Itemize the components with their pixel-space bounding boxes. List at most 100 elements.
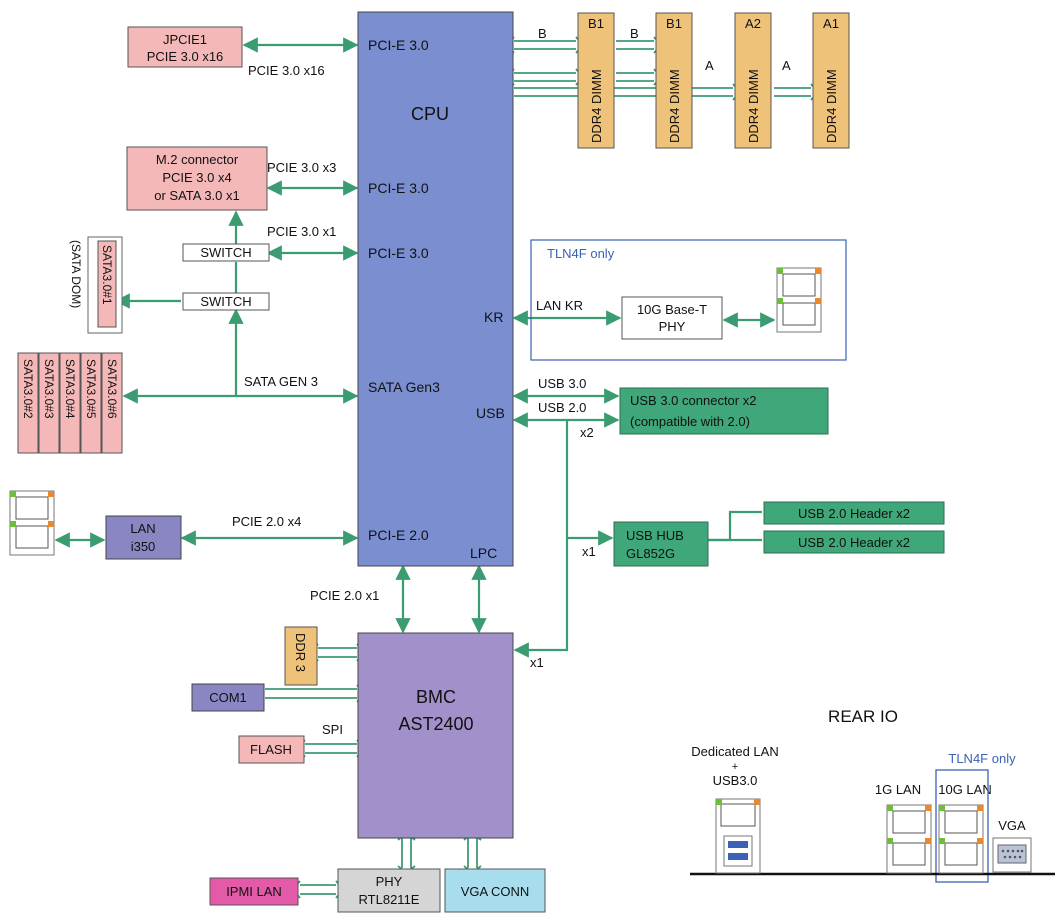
label-a-mid: A (705, 58, 714, 73)
label-x1-hub: x1 (582, 544, 596, 559)
rear-io-panel: REAR IO Dedicated LAN + USB3.0 TLN4F onl… (690, 707, 1055, 883)
sata-slot-label: SATA3.0#2 (21, 359, 35, 419)
connections (54, 37, 811, 658)
phy-rtl-block (337, 868, 441, 913)
cpu-block (357, 11, 514, 567)
sata-slot-label: SATA3.0#6 (105, 359, 119, 419)
jpcie1-block (127, 26, 243, 68)
jpcie1-line2: PCIE 3.0 x16 (147, 49, 224, 64)
rear-io-tln4f-frame (935, 769, 989, 883)
sata-slot-5 (80, 352, 102, 454)
m2-line2: PCIE 3.0 x4 (162, 170, 231, 185)
usb-header1-label: USB 2.0 Header x2 (798, 506, 910, 521)
dimm-slot-4 (812, 12, 850, 149)
label-pcie-x16: PCIE 3.0 x16 (248, 63, 325, 78)
m2-line1: M.2 connector (156, 152, 239, 167)
link-cpu-dimm-b1 (514, 40, 576, 82)
rear-io-title: REAR IO (828, 707, 898, 726)
sata-slot-4 (59, 352, 81, 454)
m2-block (126, 146, 268, 211)
label-spi: SPI (322, 722, 343, 737)
cpu-lpc: LPC (470, 545, 497, 561)
rear-io-tln4f: TLN4F only (948, 751, 1016, 766)
dimm-label: DDR4 DIMM (746, 69, 761, 143)
cpu-usb: USB (476, 405, 505, 421)
sata-dom-slot (97, 240, 117, 328)
link-usb-bmc (513, 538, 569, 658)
usb30-connector-block (619, 387, 829, 435)
label-usb20: USB 2.0 (538, 400, 586, 415)
switch1-label: SWITCH (200, 245, 251, 260)
phy-10g-block (621, 296, 723, 340)
ipmi-lan-label: IPMI LAN (226, 884, 282, 899)
cpu-kr: KR (484, 309, 503, 325)
usb30-conn-line1: USB 3.0 connector x2 (630, 393, 756, 408)
cpu-sata: SATA Gen3 (368, 379, 440, 395)
dimm-slot-2 (655, 12, 693, 149)
flash-label: FLASH (250, 742, 292, 757)
ddr3-block (284, 626, 318, 686)
dimm-slot-1 (577, 12, 615, 149)
dimm-slot-3 (734, 12, 772, 149)
label-sata-gen3: SATA GEN 3 (244, 374, 318, 389)
switch2-block (182, 292, 270, 311)
link-dimm-bus-a (514, 87, 811, 97)
rj45-1g-icon (9, 490, 55, 556)
dimm-label: DDR4 DIMM (667, 69, 682, 143)
lan-i350-line2: i350 (131, 539, 156, 554)
label-b-left: B (538, 26, 547, 41)
ded-lan-usb-icon (715, 798, 761, 874)
link-dimm-b1-b1 (616, 40, 654, 82)
usb-hub-block (613, 521, 709, 567)
lan-i350-block (105, 515, 182, 560)
bmc-line2: AST2400 (398, 714, 473, 734)
ipmi-lan-block (209, 877, 299, 906)
cpu-pcie-m2: PCI-E 3.0 (368, 180, 429, 196)
vga-conn-block (444, 868, 546, 913)
rear-1g-lan-icon (886, 804, 932, 874)
rear-io-10g-lan: 10G LAN (938, 782, 991, 797)
sata-slot-label: SATA3.0#4 (63, 359, 77, 419)
switch2-label: SWITCH (200, 294, 251, 309)
label-lan-kr: LAN KR (536, 298, 583, 313)
rear-io-ded-lan-line2: + (732, 761, 738, 773)
tln4f-title: TLN4F only (547, 246, 615, 261)
tln4f-frame (530, 239, 847, 361)
com1-label: COM1 (209, 690, 247, 705)
cpu-pcie2: PCI-E 2.0 (368, 527, 429, 543)
usb-hub-line1: USB HUB (626, 528, 684, 543)
phy-10g-line1: 10G Base-T (637, 302, 707, 317)
rear-vga-icon (992, 837, 1032, 873)
usb30-conn-line2: (compatible with 2.0) (630, 414, 750, 429)
sata-dom-label: (SATA DOM) (69, 240, 83, 308)
rj45-10g-icon (776, 267, 822, 333)
label-pcie2-x1: PCIE 2.0 x1 (310, 588, 379, 603)
lan-i350-line1: LAN (130, 521, 155, 536)
rear-10g-lan-icon (938, 804, 984, 874)
bmc-line1: BMC (416, 687, 456, 707)
usb-header1-block (763, 501, 945, 525)
label-x2: x2 (580, 425, 594, 440)
sata-slot-6 (101, 352, 123, 454)
label-pcie-x1: PCIE 3.0 x1 (267, 224, 336, 239)
label-pcie2-x4: PCIE 2.0 x4 (232, 514, 301, 529)
dimm-channel-label: A2 (745, 16, 761, 31)
rear-io-ded-lan-line3: USB3.0 (713, 773, 758, 788)
usb-header2-block (763, 530, 945, 554)
jpcie1-line1: JPCIE1 (163, 32, 207, 47)
sata-slot-3 (38, 352, 60, 454)
rear-io-vga: VGA (998, 818, 1026, 833)
vga-conn-label: VGA CONN (461, 884, 530, 899)
bmc-block (357, 632, 514, 839)
usb-header2-label: USB 2.0 Header x2 (798, 535, 910, 550)
dimm-channel-label: B1 (666, 16, 682, 31)
cpu-pcie-switch: PCI-E 3.0 (368, 245, 429, 261)
label-pcie-x3: PCIE 3.0 x3 (267, 160, 336, 175)
label-x1-bmc: x1 (530, 655, 544, 670)
rear-io-ded-lan-line1: Dedicated LAN (691, 744, 778, 759)
phy-rtl-line2: RTL8211E (359, 892, 420, 907)
